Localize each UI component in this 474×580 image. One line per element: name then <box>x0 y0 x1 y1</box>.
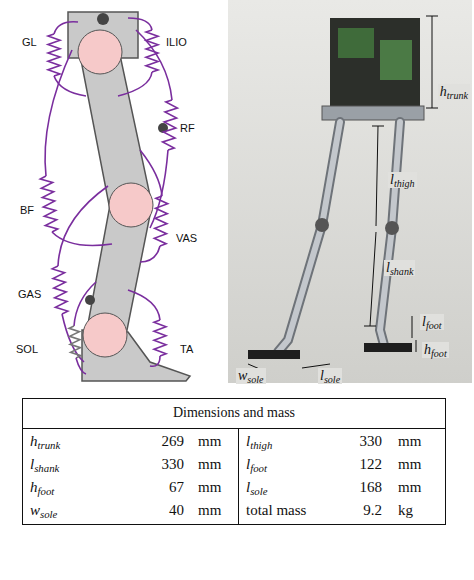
muscle-line <box>52 232 112 246</box>
muscle-line <box>140 150 162 196</box>
knee-actuator <box>315 218 329 232</box>
muscle-label: GAS <box>18 288 41 301</box>
muscle-line <box>150 356 160 366</box>
table-cell: total mass <box>246 502 306 519</box>
muscle-line <box>74 282 96 326</box>
table-cell: hfoot <box>30 479 54 496</box>
knee-actuator <box>385 221 399 235</box>
motor-symbol <box>97 13 109 25</box>
muscle-line <box>58 186 108 266</box>
dimension-label: lthigh <box>388 172 417 188</box>
dimension-label: lshank <box>384 260 415 276</box>
muscle-line <box>140 246 160 262</box>
dimension-label: wsole <box>236 368 266 384</box>
photo-background <box>228 0 472 383</box>
muscle-line <box>128 18 152 30</box>
leg-schematic <box>40 12 190 381</box>
muscle-line <box>163 100 178 150</box>
table-cell: 330 <box>162 456 185 473</box>
hip-joint <box>78 30 122 74</box>
dimension-lines <box>248 16 438 370</box>
table-cell: lsole <box>246 479 268 496</box>
table-cell: lfoot <box>246 456 267 473</box>
table-cell: 9.2 <box>363 502 382 519</box>
table-cell: lshank <box>30 456 59 473</box>
muscle-label: GL <box>22 36 37 49</box>
table-cell: mm <box>398 433 421 450</box>
muscle-line <box>154 320 166 356</box>
dimension-label: lfoot <box>420 314 444 330</box>
muscle-label: VAS <box>176 232 197 245</box>
table-heading: Dimensions and mass <box>173 405 295 421</box>
table-rules <box>23 399 446 525</box>
muscle-line <box>146 30 158 72</box>
muscle-line <box>62 314 84 362</box>
table-cell: mm <box>198 502 221 519</box>
table-cell: kg <box>398 502 413 519</box>
table-cell: wsole <box>30 502 57 519</box>
muscle-line <box>76 358 86 374</box>
dimension-label: lsole <box>318 368 342 384</box>
table-cell: 269 <box>162 433 185 450</box>
muscle-line <box>45 50 72 176</box>
circuit-board <box>338 28 374 58</box>
motor-symbol <box>85 295 95 305</box>
table-cell: mm <box>398 456 421 473</box>
muscle-line <box>69 326 81 358</box>
dimension-label: htrunk <box>438 84 470 100</box>
muscle-line <box>54 76 86 96</box>
table-cell: mm <box>198 433 221 450</box>
table-cell: 67 <box>169 479 184 496</box>
robot-photo <box>228 0 472 383</box>
muscle-line <box>48 34 60 76</box>
muscle-line <box>154 196 167 246</box>
table-cell: mm <box>198 456 221 473</box>
robot-foot <box>248 350 300 359</box>
muscle-label: SOL <box>16 343 38 356</box>
muscle-line <box>54 22 78 34</box>
table-cell: lthigh <box>246 433 272 450</box>
muscle-label: ILIO <box>166 36 187 49</box>
table-cell: 168 <box>360 479 383 496</box>
muscle-line <box>128 290 160 320</box>
robot-foot <box>364 343 412 352</box>
muscle-label: TA <box>180 343 193 356</box>
table-cell: 122 <box>360 456 383 473</box>
muscle-label: BF <box>20 204 34 217</box>
table-cell: mm <box>398 479 421 496</box>
trunk-electronics <box>330 18 420 106</box>
muscle-springs <box>40 18 177 374</box>
muscle-line <box>52 266 68 314</box>
robot-legs <box>278 122 400 352</box>
table-cell: htrunk <box>30 433 60 450</box>
circuit-board <box>380 40 412 80</box>
robot-legs <box>278 122 400 352</box>
muscle-label: RF <box>180 122 195 135</box>
knee-joint <box>109 183 153 227</box>
table-cell: 40 <box>169 502 184 519</box>
ankle-joint <box>83 313 127 357</box>
table-cell: 330 <box>360 433 383 450</box>
dimension-label: hfoot <box>422 342 449 358</box>
table-cell: mm <box>198 479 221 496</box>
muscle-line <box>40 176 57 232</box>
muscle-line <box>118 72 152 96</box>
